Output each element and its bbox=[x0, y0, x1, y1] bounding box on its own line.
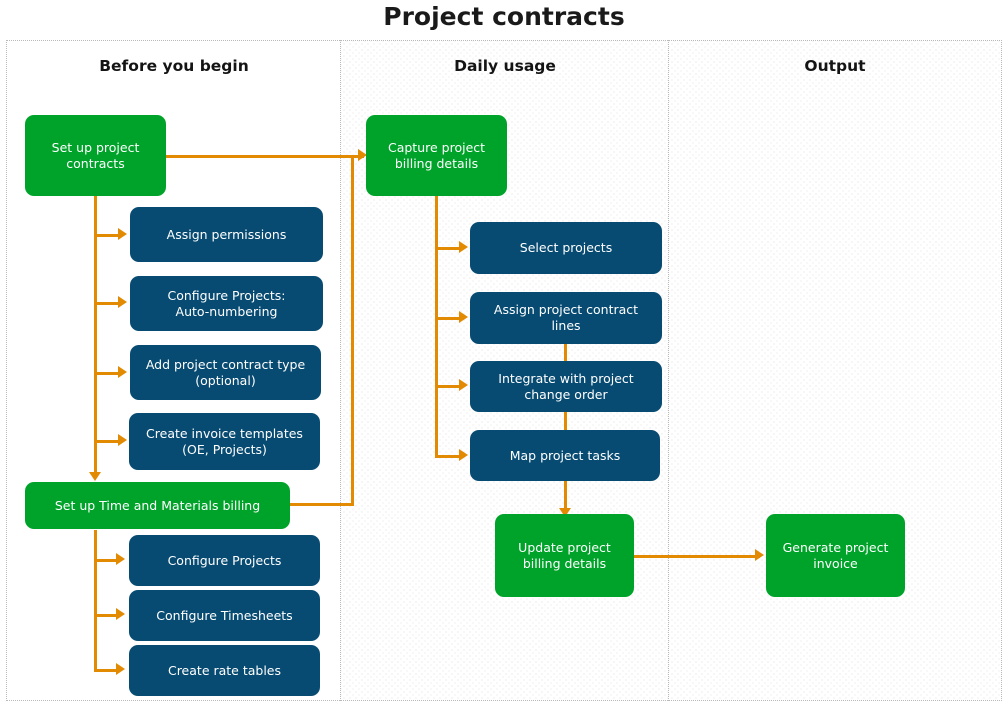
node-create-rate-tables[interactable]: Create rate tables bbox=[129, 645, 320, 696]
lane-title-before-you-begin: Before you begin bbox=[99, 57, 249, 75]
node-assign-permissions[interactable]: Assign permissions bbox=[130, 207, 323, 262]
arrowhead-assign-contract-lines bbox=[459, 311, 468, 323]
edge-assignlines-to-integrate bbox=[564, 344, 567, 364]
arrowhead-invoice-templates bbox=[118, 434, 127, 446]
node-setup-time-and-materials-billing[interactable]: Set up Time and Materials billing bbox=[25, 482, 290, 529]
arrowhead-integrate-change-order bbox=[459, 379, 468, 391]
edge-to-integrate-change-order bbox=[437, 385, 463, 388]
node-configure-timesheets[interactable]: Configure Timesheets bbox=[129, 590, 320, 641]
arrowhead-assign-permissions bbox=[118, 228, 127, 240]
arrowhead-create-rate-tables bbox=[116, 663, 125, 675]
edge-to-configure-projects bbox=[96, 559, 120, 562]
edge-to-assign-contract-lines bbox=[437, 317, 463, 320]
node-capture-project-billing-details[interactable]: Capture project billing details bbox=[366, 115, 507, 196]
edge-to-assign-permissions bbox=[96, 234, 122, 237]
edge-to-contract-type bbox=[96, 372, 122, 375]
node-setup-project-contracts[interactable]: Set up project contracts bbox=[25, 115, 166, 196]
edge-to-select-projects bbox=[437, 247, 463, 250]
node-integrate-with-project-change-order[interactable]: Integrate with project change order bbox=[470, 361, 662, 412]
node-configure-projects-autonumbering[interactable]: Configure Projects: Auto-numbering bbox=[130, 276, 323, 331]
arrowhead-contract-type bbox=[118, 366, 127, 378]
edge-tm-to-capture-h bbox=[288, 503, 354, 506]
edge-spine-left-bottom bbox=[94, 530, 97, 672]
edge-to-invoice-templates bbox=[96, 440, 122, 443]
arrowhead-configure-timesheets bbox=[116, 608, 125, 620]
lane-title-daily-usage: Daily usage bbox=[454, 57, 556, 75]
arrowhead-configure-projects bbox=[116, 553, 125, 565]
arrowhead-setup-to-tm bbox=[89, 472, 101, 481]
node-assign-project-contract-lines[interactable]: Assign project contract lines bbox=[470, 292, 662, 344]
node-update-project-billing-details[interactable]: Update project billing details bbox=[495, 514, 634, 597]
edge-maptasks-to-update bbox=[564, 481, 567, 514]
edge-tm-to-capture-v bbox=[351, 156, 354, 506]
edge-spine-left-top bbox=[94, 196, 97, 477]
edge-to-create-rate-tables bbox=[96, 669, 120, 672]
lane-title-output: Output bbox=[804, 57, 866, 75]
arrowhead-select-projects bbox=[459, 241, 468, 253]
edge-spine-middle bbox=[435, 196, 438, 458]
edge-update-to-generate bbox=[634, 555, 760, 558]
node-select-projects[interactable]: Select projects bbox=[470, 222, 662, 274]
arrowhead-update-to-generate bbox=[755, 549, 764, 561]
edge-to-map-project-tasks bbox=[437, 455, 463, 458]
arrowhead-setup-to-capture bbox=[358, 149, 367, 161]
arrowhead-map-project-tasks bbox=[459, 449, 468, 461]
node-create-invoice-templates[interactable]: Create invoice templates (OE, Projects) bbox=[129, 413, 320, 470]
edge-to-configure-timesheets bbox=[96, 614, 120, 617]
lane-output: Output bbox=[668, 40, 1002, 701]
edge-integrate-to-maptasks bbox=[564, 412, 567, 432]
edge-to-configure-autonum bbox=[96, 302, 122, 305]
edge-setup-to-capture bbox=[166, 155, 364, 158]
arrowhead-maptasks-to-update bbox=[559, 508, 571, 517]
page-title: Project contracts bbox=[383, 2, 625, 31]
node-map-project-tasks[interactable]: Map project tasks bbox=[470, 430, 660, 481]
arrowhead-configure-autonum bbox=[118, 296, 127, 308]
node-add-project-contract-type[interactable]: Add project contract type (optional) bbox=[130, 345, 321, 400]
node-configure-projects[interactable]: Configure Projects bbox=[129, 535, 320, 586]
node-generate-project-invoice[interactable]: Generate project invoice bbox=[766, 514, 905, 597]
